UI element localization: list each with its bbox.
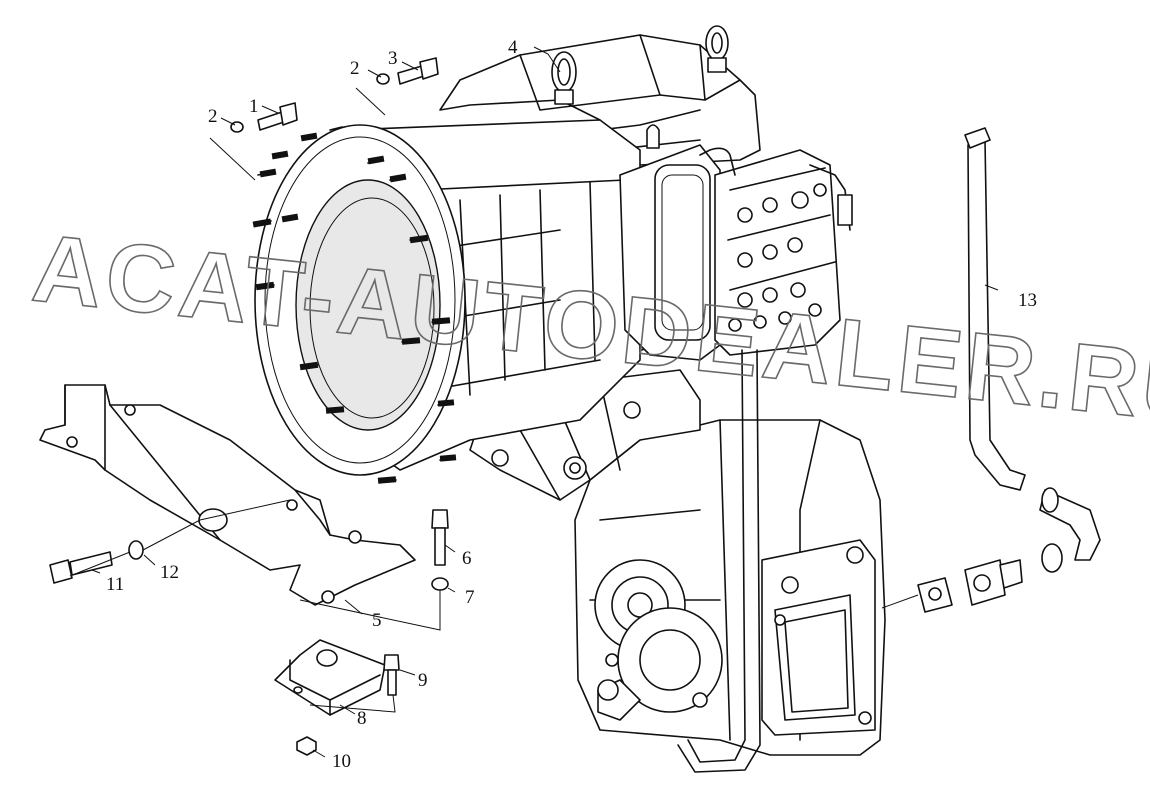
control-valve [619, 144, 853, 361]
washer-12 [128, 540, 144, 560]
callout-4: 4 [508, 37, 518, 58]
callout-5: 5 [372, 610, 382, 631]
flange-studs [252, 126, 457, 484]
callout-12: 12 [160, 562, 179, 583]
callout-labels: 1 2 2 3 4 5 6 7 8 9 10 11 12 13 [106, 37, 1037, 772]
callout-13: 13 [1018, 290, 1037, 311]
callout-11: 11 [106, 574, 124, 595]
bell-housing [252, 119, 641, 484]
mounting-bracket [39, 384, 416, 606]
bolt-11 [49, 551, 113, 584]
callout-9: 9 [418, 670, 428, 691]
bolt-1 [257, 102, 298, 131]
nut-10 [296, 736, 317, 756]
bolt-3 [397, 57, 439, 85]
bolt-9 [383, 654, 400, 696]
flange-bore [295, 179, 441, 431]
callout-10: 10 [332, 751, 351, 772]
callout-6: 6 [462, 548, 472, 569]
transmission-housing [439, 25, 886, 756]
callout-1: 1 [249, 96, 259, 117]
callout-2b: 2 [350, 58, 360, 79]
callout-3: 3 [388, 48, 398, 69]
callout-7: 7 [465, 587, 475, 608]
filler-tube [964, 127, 1101, 573]
bolt-6 [431, 509, 449, 566]
dipstick-cap [964, 127, 991, 149]
mount-pad [274, 639, 386, 716]
nut-7 [431, 577, 449, 591]
connector-fittings [881, 559, 1023, 613]
valve-cover [654, 164, 711, 341]
leader-lines [69, 46, 999, 758]
lower-cover-plate [761, 539, 876, 736]
oil-pipe [687, 349, 746, 763]
callout-8: 8 [357, 708, 367, 729]
callout-2a: 2 [208, 106, 218, 127]
